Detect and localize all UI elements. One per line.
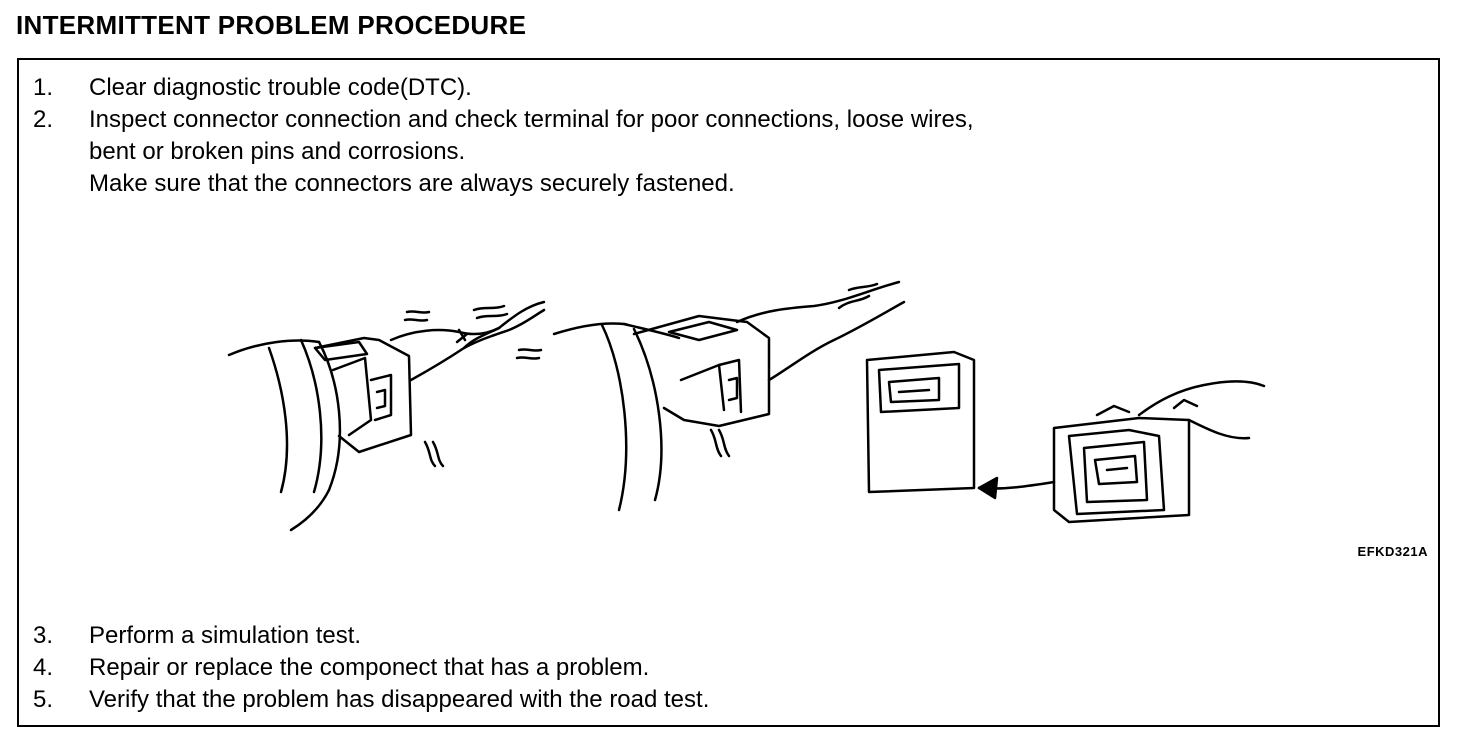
step-2-continuation-line: Make sure that the connectors are always… (89, 170, 735, 197)
step-2-continuation-line: bent or broken pins and corrosions. (89, 138, 466, 165)
procedure-box: 1. Clear diagnostic trouble code(DTC). 2… (17, 58, 1440, 727)
connector-inspection-drawing (227, 280, 1266, 532)
page-title: INTERMITTENT PROBLEM PROCEDURE (16, 10, 527, 40)
step-number: 3. (33, 622, 54, 649)
terminal-connectors-drawing (865, 350, 1266, 524)
figure-code: EFKD321A (1357, 544, 1428, 559)
step-text: Clear diagnostic trouble code(DTC). (89, 74, 472, 101)
step-text: Inspect connector connection and check t… (89, 106, 974, 133)
step-number: 1. (33, 74, 54, 101)
pushed-connector-drawing (552, 280, 906, 512)
step-number: 2. (33, 106, 54, 133)
step-text: Perform a simulation test. (89, 622, 362, 649)
wiggled-connector-drawing (227, 300, 546, 532)
step-number: 4. (33, 654, 54, 681)
step-text: Repair or replace the componect that has… (89, 654, 650, 681)
connector-illustration (19, 230, 1438, 580)
step-text: Verify that the problem has disappeared … (89, 686, 710, 713)
step-number: 5. (33, 686, 54, 713)
